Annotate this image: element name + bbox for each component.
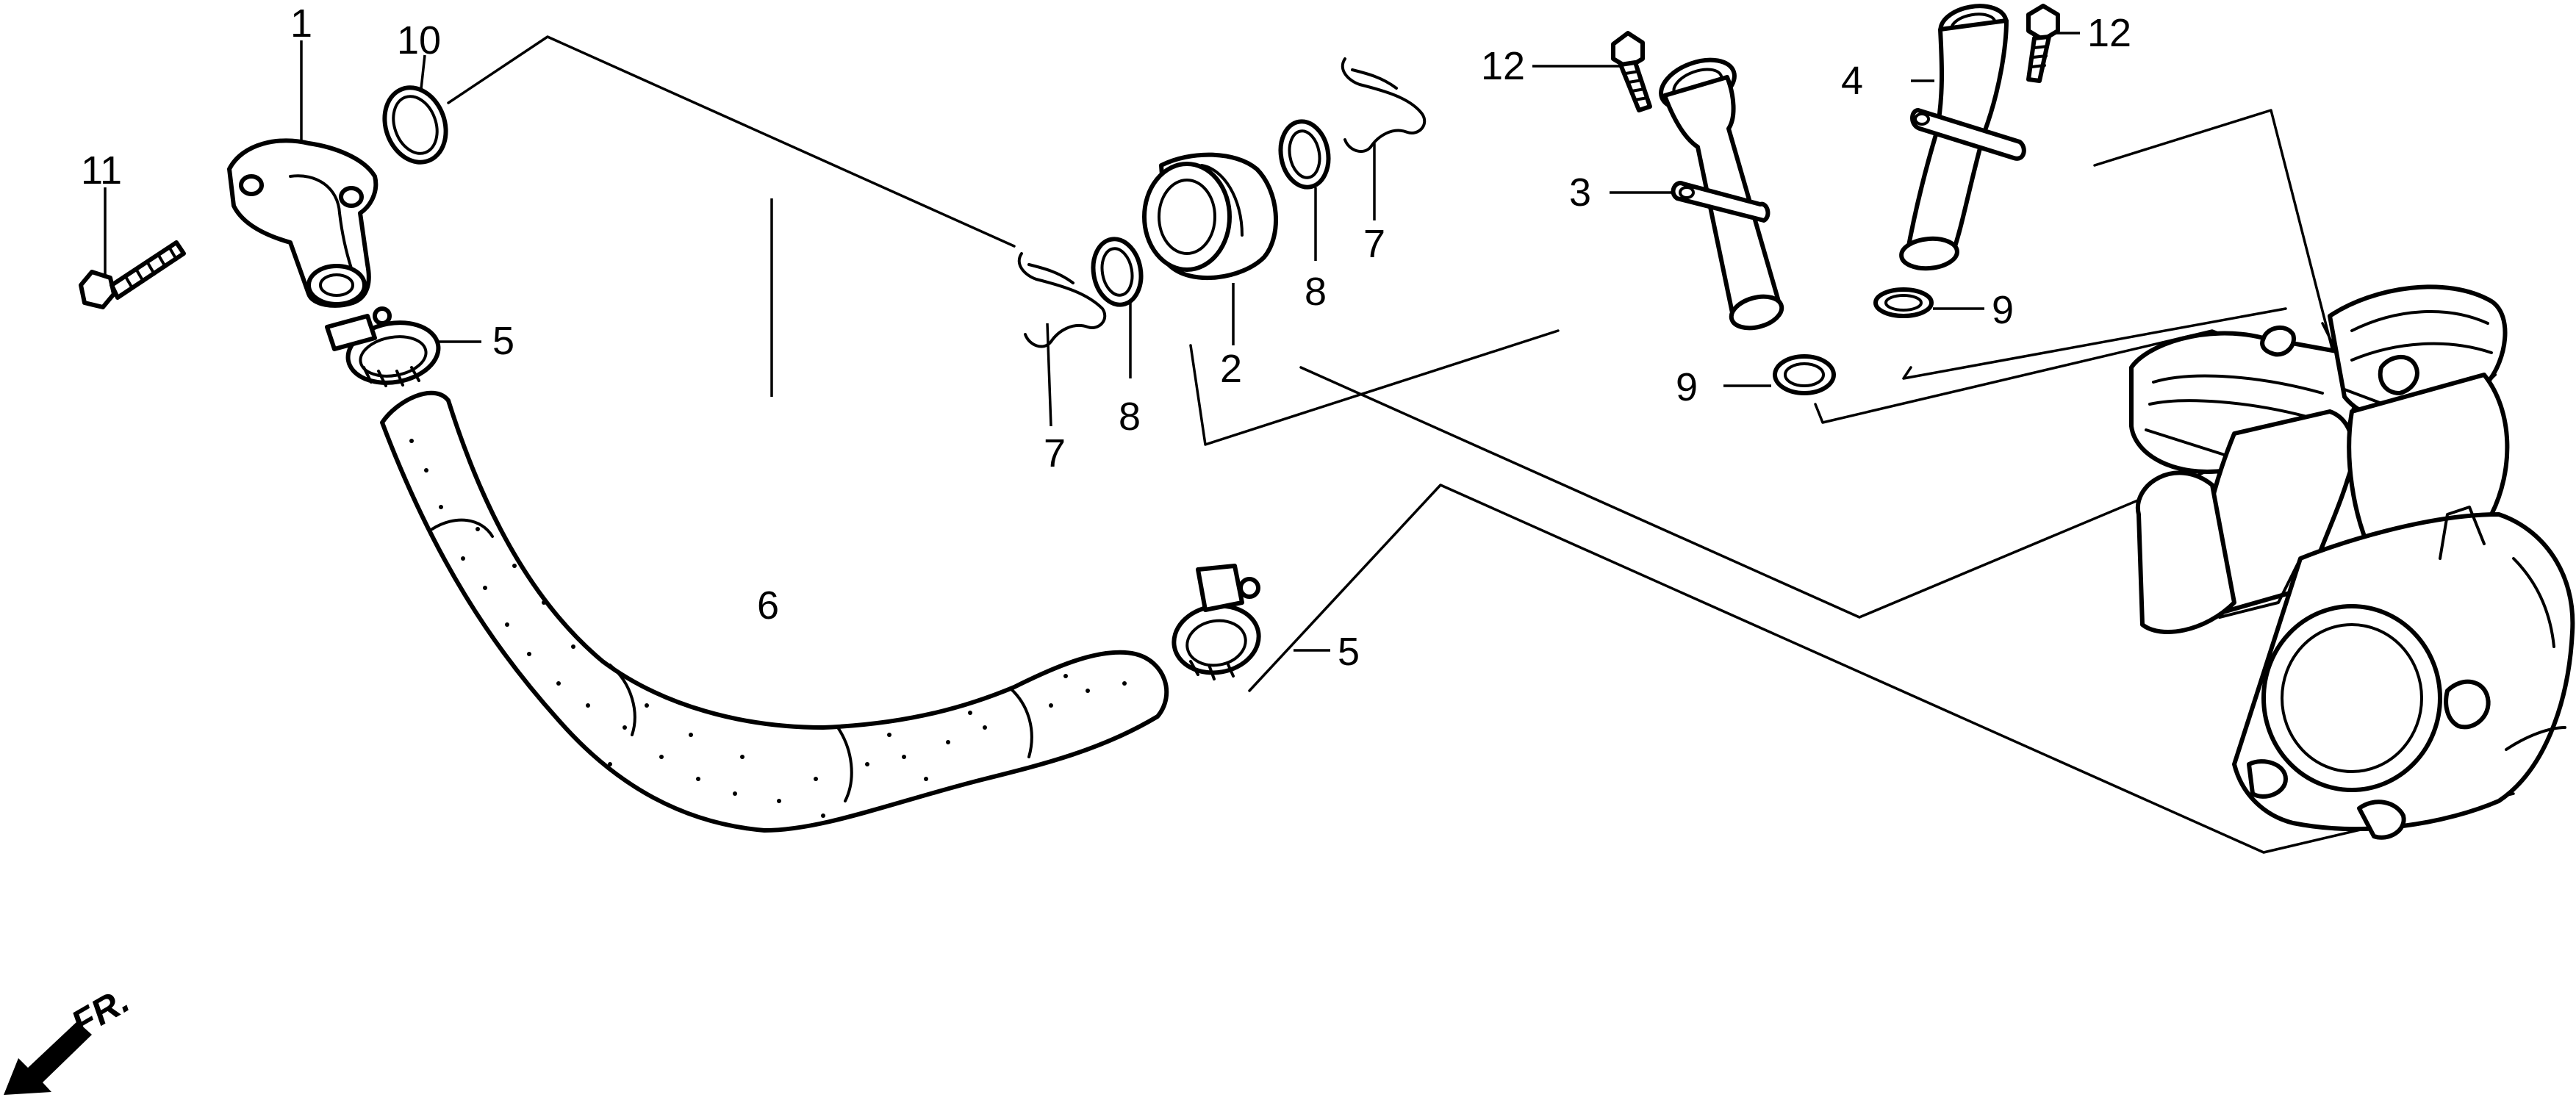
callout-10: 10 bbox=[397, 18, 441, 62]
o-ring-part-9-upper bbox=[1873, 287, 1934, 318]
callout-1: 1 bbox=[290, 1, 312, 46]
callout-4: 4 bbox=[1841, 59, 1863, 103]
bolt-part-12-left bbox=[1611, 31, 1652, 112]
callout-5-lower: 5 bbox=[1338, 630, 1360, 674]
callout-6: 6 bbox=[757, 583, 779, 628]
callout-3: 3 bbox=[1569, 170, 1591, 215]
bolt-part-12-right bbox=[2026, 4, 2060, 83]
callout-12-left: 12 bbox=[1481, 44, 1525, 88]
collar-part-2 bbox=[1142, 152, 1278, 281]
callout-7-left: 7 bbox=[1044, 431, 1066, 475]
clip-part-7-right bbox=[1341, 57, 1427, 154]
callout-9-upper: 9 bbox=[1992, 288, 2014, 332]
o-ring-part-8-left bbox=[1091, 237, 1144, 307]
callout-11: 11 bbox=[81, 148, 122, 193]
front-arrow-icon bbox=[4, 1021, 92, 1095]
water-pipe-part-3 bbox=[1659, 57, 1784, 331]
clip-part-7-left bbox=[1017, 252, 1107, 348]
water-pipe-part-4 bbox=[1899, 4, 2026, 271]
hose-clamp-part-5-lower bbox=[1172, 564, 1261, 680]
o-ring-part-8-right bbox=[1278, 119, 1331, 190]
callout-labels: 1 10 11 5 6 5 7 8 2 8 7 12 3 4 12 9 9 bbox=[81, 1, 2131, 674]
callout-2: 2 bbox=[1220, 347, 1242, 391]
front-direction-indicator: FR. bbox=[4, 980, 136, 1095]
elbow-joint-part-1 bbox=[227, 138, 378, 308]
water-hose-part-6 bbox=[380, 390, 1169, 833]
callout-8-right: 8 bbox=[1305, 270, 1327, 314]
hose-clamp-part-5-upper bbox=[325, 306, 441, 387]
flange-bolt-part-11 bbox=[79, 240, 186, 309]
callout-9-lower: 9 bbox=[1676, 365, 1698, 409]
leader-lines bbox=[104, 32, 2080, 652]
callout-8-left: 8 bbox=[1119, 395, 1141, 439]
callout-12-right: 12 bbox=[2087, 11, 2131, 55]
o-ring-part-10 bbox=[382, 85, 448, 165]
hose-texture-dots bbox=[409, 439, 1127, 818]
o-ring-part-9-lower bbox=[1773, 354, 1836, 395]
callout-5-upper: 5 bbox=[492, 319, 514, 363]
engine-assembly-outline bbox=[2129, 284, 2575, 840]
callout-7-right: 7 bbox=[1363, 222, 1385, 266]
